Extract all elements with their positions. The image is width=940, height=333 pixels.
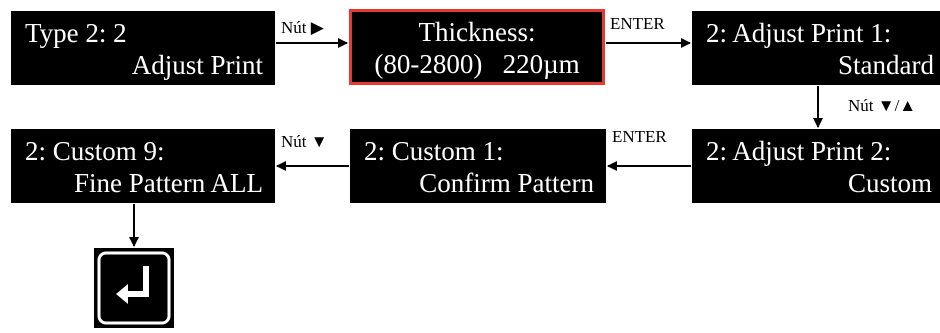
display-box-type2-adjust-print: Type 2: 2 Adjust Print	[11, 11, 275, 85]
display-box-thickness: Thickness: (80-2800) 220µm	[349, 9, 605, 85]
display-line2: Standard	[838, 50, 934, 80]
display-line1: 2: Adjust Print 2:	[706, 136, 892, 166]
display-line2: Adjust Print	[131, 50, 263, 80]
display-line1: 2: Custom 1:	[364, 136, 504, 166]
display-box-adjust-print-2: 2: Adjust Print 2: Custom	[692, 129, 940, 203]
label-nut-down: Nút ▼	[281, 132, 328, 151]
display-line2: Confirm Pattern	[419, 168, 594, 198]
display-line2: Custom	[847, 168, 932, 198]
enter-key-icon	[94, 248, 174, 328]
label-enter-mid: ENTER	[612, 127, 667, 146]
label-nut-right: Nút ▶	[281, 18, 324, 37]
display-line1: 2: Custom 9:	[25, 136, 165, 166]
display-line1: 2: Adjust Print 1:	[706, 18, 892, 48]
display-box-custom-1: 2: Custom 1: Confirm Pattern	[350, 129, 606, 203]
display-box-custom-9: 2: Custom 9: Fine Pattern ALL	[11, 129, 275, 203]
label-nut-up-down: Nút ▼/▲	[848, 96, 917, 115]
display-line2: Fine Pattern ALL	[74, 168, 263, 198]
display-line1: Thickness:	[418, 17, 536, 47]
display-line1: Type 2: 2	[25, 18, 127, 48]
display-box-adjust-print-1: 2: Adjust Print 1: Standard	[692, 11, 940, 85]
display-line2: (80-2800) 220µm	[374, 49, 580, 79]
label-enter-top: ENTER	[610, 14, 665, 33]
